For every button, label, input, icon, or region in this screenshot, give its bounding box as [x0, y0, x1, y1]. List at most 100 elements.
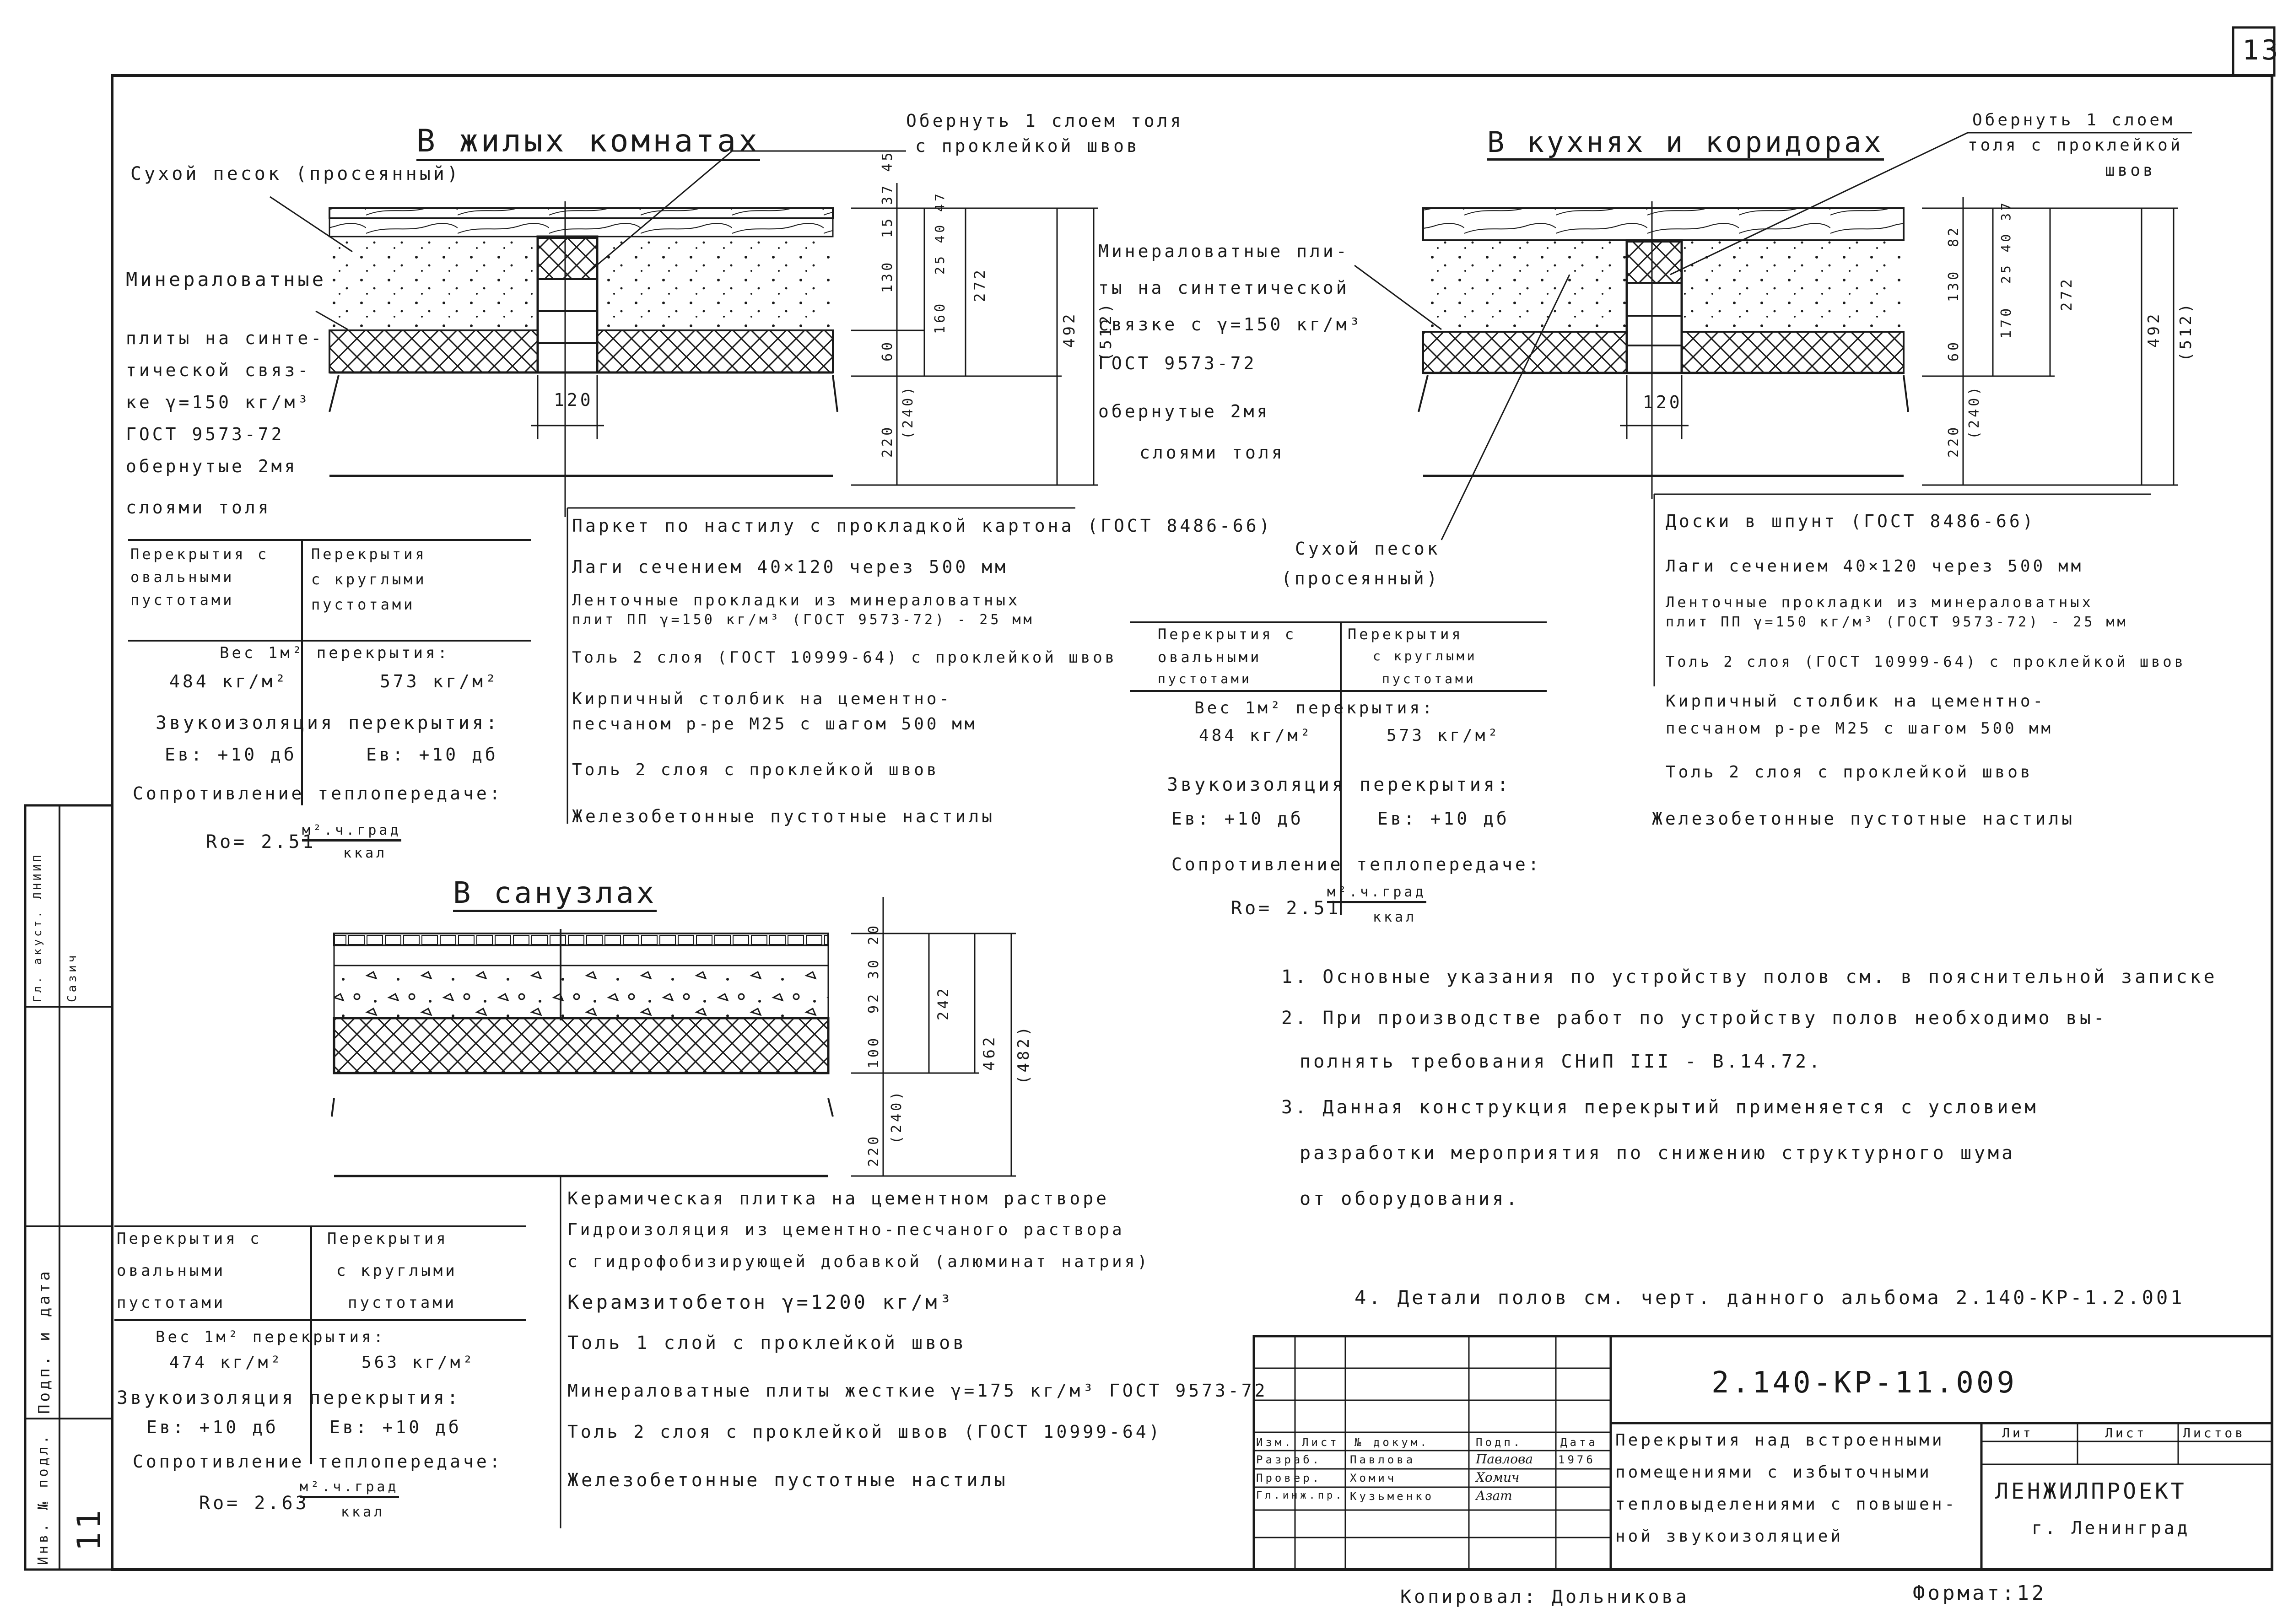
tb-col-list: Лист: [1302, 1436, 1339, 1449]
section-kitchen-title: В кухнях и коридорах: [1487, 128, 1884, 161]
living-callout-wrap-2: с проклейкой швов: [915, 136, 1140, 156]
tb-desc-1: Перекрытия над встроенными: [1615, 1431, 1945, 1450]
kitchen-dim-492: 492: [2145, 311, 2163, 348]
tb-col-date: Дата: [1560, 1436, 1598, 1449]
section-living-title: В жилых комнатах: [416, 126, 761, 161]
living-callout-wrap-1: Обернуть 1 слоем толя: [906, 111, 1184, 131]
kitchen-dim-240: (240): [1966, 384, 1982, 439]
living-dim-25-40-47: 25 40 47: [932, 191, 947, 275]
kitchen-sound-round: Ев: +10 дб: [1377, 809, 1510, 829]
bath-layer-7: Толь 2 слоя с проклейкой швов (ГОСТ 1099…: [567, 1422, 1162, 1442]
living-resist-unit: м².ч.град: [302, 824, 401, 842]
living-resist-label: Сопротивление теплопередаче:: [133, 783, 503, 804]
living-dim-60: 60: [880, 339, 896, 361]
living-table-col-round-3: пустотами: [311, 596, 416, 613]
tb-city: г. Ленинград: [2032, 1518, 2191, 1538]
side-inv-value: 11: [70, 1507, 108, 1551]
bath-layer-5: Толь 1 слой с проклейкой швов: [567, 1333, 967, 1354]
kitchen-mineral-4: ГОСТ 9573-72: [1098, 353, 1257, 373]
note-3-end: от оборудования.: [1300, 1188, 1520, 1209]
tb-desc-4: ной звукоизоляцией: [1615, 1527, 1844, 1546]
bath-sound-oval: Ев: +10 дб: [146, 1417, 279, 1437]
living-dim-492: 492: [1060, 311, 1079, 348]
bath-table-col-round-2: с круглыми: [336, 1262, 458, 1280]
kitchen-table-col-round-1: Перекрытия: [1348, 626, 1463, 643]
bath-layer-2: Гидроизоляция из цементно-песчаного раст…: [567, 1220, 1125, 1239]
living-dim-120: 120: [554, 390, 594, 410]
kitchen-mineral-3: связке с γ=150 кг/м³: [1098, 314, 1363, 335]
bath-weight-label: Вес 1м² перекрытия:: [156, 1328, 386, 1346]
kitchen-sand-1: Сухой песок: [1295, 539, 1441, 559]
bath-dim-92: 92: [866, 991, 882, 1014]
tb-row3-role: Гл.инж.пр.: [1256, 1490, 1344, 1501]
kitchen-mineral-5: обернутые 2мя: [1098, 401, 1270, 421]
living-table-col-oval-1: Перекрытия с: [130, 545, 270, 563]
note-1: 1. Основные указания по устройству полов…: [1281, 966, 2218, 987]
bath-layer-1: Керамическая плитка на цементном раствор…: [567, 1188, 1109, 1209]
bath-sound-round: Ев: +10 дб: [329, 1417, 462, 1437]
living-table-col-oval-3: пустотами: [130, 591, 235, 609]
kitchen-layer-8: Толь 2 слоя с проклейкой швов: [1666, 763, 2033, 782]
note-2-cont: полнять требования СНиП III - В.14.72.: [1300, 1051, 1823, 1072]
kitchen-resist-label: Сопротивление теплопередаче:: [1171, 854, 1542, 874]
tb-desc-2: помещениями с избыточными: [1615, 1463, 1932, 1482]
living-callout-sand: Сухой песок (просеянный): [130, 163, 461, 184]
kitchen-table-col-oval-3: пустотами: [1158, 671, 1252, 686]
living-dim-272: 272: [971, 267, 988, 302]
tb-col-sign: Подп.: [1476, 1436, 1523, 1449]
bath-resist-label: Сопротивление теплопередаче:: [133, 1451, 503, 1472]
tb-row1-name: Павлова: [1350, 1453, 1416, 1466]
bath-dim-462: 462: [980, 1034, 998, 1071]
bath-table-col-oval-2: овальными: [117, 1262, 226, 1280]
bath-resist-value: Ro= 2.63: [199, 1493, 309, 1514]
kitchen-resist-unit-den: ккал: [1373, 909, 1417, 925]
living-sound-oval: Ев: +10 дб: [165, 745, 297, 765]
living-table-col-oval-2: овальными: [130, 568, 235, 586]
bath-table-col-round-1: Перекрытия: [327, 1230, 448, 1248]
kitchen-layer-1: Доски в шпунт (ГОСТ 8486-66): [1666, 511, 2036, 531]
tb-row3-name: Кузьменко: [1350, 1490, 1435, 1503]
living-mineral-2: плиты на синте-: [126, 328, 324, 348]
kitchen-layer-3: Ленточные прокладки из минераловатных: [1666, 593, 2094, 611]
living-mineral-5: ГОСТ 9573-72: [126, 424, 285, 444]
side-sign-date: Подп. и дата: [35, 1268, 54, 1414]
kitchen-table-col-round-2: с круглыми: [1373, 648, 1478, 664]
copied-by: Копировал: Дольникова: [1400, 1586, 1689, 1608]
living-mineral-4: ке γ=150 кг/м³: [126, 392, 311, 412]
living-layer-5: Толь 2 слоя (ГОСТ 10999-64) с проклейкой…: [572, 648, 1117, 667]
living-layer-8: Толь 2 слоя с проклейкой швов: [572, 761, 939, 779]
kitchen-dim-220: 220: [1946, 424, 1962, 458]
section-bath-drawing: [331, 897, 1016, 1528]
bath-dim-100: 100: [866, 1035, 882, 1068]
kitchen-resist-unit: м².ч.град: [1327, 885, 1426, 903]
drawing-code: 2.140-КР-11.009: [1711, 1366, 2017, 1400]
living-dim-220: 220: [880, 424, 896, 458]
kitchen-dim-272: 272: [2058, 276, 2075, 311]
bath-table-col-round-3: пустотами: [348, 1294, 457, 1312]
living-layer-7: песчаном р-ре М25 с шагом 500 мм: [572, 715, 977, 734]
living-table-col-round-1: Перекрытия: [311, 545, 427, 563]
kitchen-dim-60: 60: [1946, 339, 1962, 361]
kitchen-layer-4: плит ПП γ=150 кг/м³ (ГОСТ 9573-72) - 25 …: [1666, 614, 2128, 630]
kitchen-sound-oval: Ев: +10 дб: [1171, 809, 1304, 829]
kitchen-sound-label: Звукоизоляция перекрытия:: [1167, 774, 1511, 795]
kitchen-layer-7: песчаном р-ре М25 с шагом 500 мм: [1666, 719, 2054, 738]
living-resist-unit-den: ккал: [343, 845, 388, 861]
living-weight-label: Вес 1м² перекрытия:: [220, 644, 450, 662]
kitchen-callout-wrap-3: швов: [2105, 161, 2156, 180]
living-table-col-round-2: с круглыми: [311, 571, 427, 588]
section-living-drawing: [270, 150, 1098, 824]
living-resist-value: Ro= 2.51: [206, 831, 316, 852]
tb-row2-sign: Хомич: [1476, 1470, 1520, 1485]
bath-dim-220: 220: [866, 1133, 882, 1167]
bath-dim-482: (482): [1014, 1024, 1033, 1084]
tb-row1-date: 1976: [1558, 1453, 1596, 1466]
living-dim-160: 160: [932, 301, 948, 334]
living-dim-240: (240): [900, 384, 916, 439]
section-bath-title: В санузлах: [453, 879, 657, 912]
bath-table-col-oval-3: пустотами: [117, 1294, 226, 1312]
kitchen-dim-512: (512): [2177, 301, 2195, 361]
bath-layer-3: с гидрофобизирующей добавкой (алюминат н…: [567, 1252, 1150, 1271]
kitchen-table-col-oval-1: Перекрытия с: [1158, 626, 1297, 643]
